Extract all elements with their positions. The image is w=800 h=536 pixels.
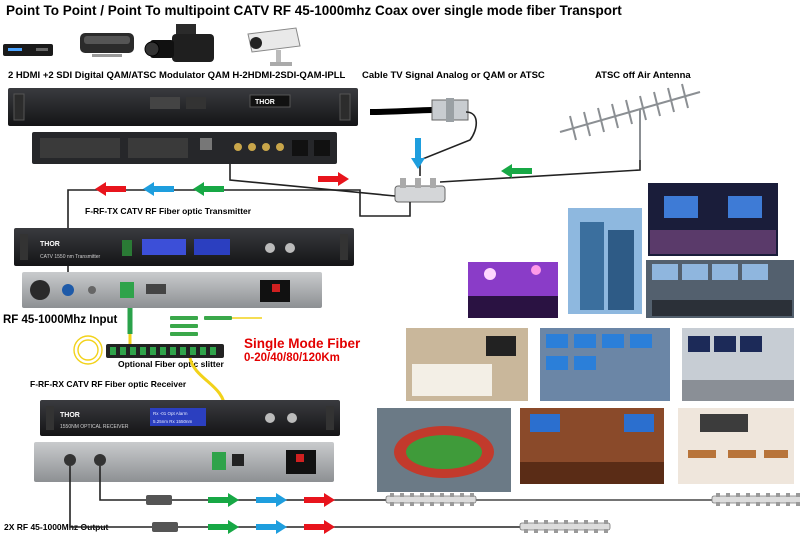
page-title: Point To Point / Point To multipoint CAT… [6,3,622,18]
coax-connector-icon [369,98,469,122]
rf-receiver-front: THOR 1550NM OPTICAL RECEIVER Rx -01 Opt … [40,400,340,436]
fiber-coil-icon [73,335,103,365]
hd-player-icon [80,33,134,57]
coax-connector-icon [146,495,172,505]
tv-box-icon [3,44,53,56]
patch-cord-icon [170,316,262,336]
rx-front-label: 1550NM OPTICAL RECEIVER [60,424,129,430]
rf-splitter-icon [394,178,446,203]
rf-input-label: RF 45-1000Mhz Input [3,314,118,326]
coax-connector-icon [152,522,178,532]
qam-modulator-rear [32,132,337,164]
hotel-room-photo [406,328,528,401]
tv-store-photo [540,328,670,401]
rf-transmitter-front: THOR CATV 1550 nm Transmitter [14,228,354,266]
thor-logo: THOR [40,241,60,248]
fiber-distance-label: 0-20/40/80/120Km [244,352,340,364]
modulator-label: 2 HDMI +2 SDI Digital QAM/ATSC Modulator… [8,70,346,81]
rf-transmitter-rear [22,272,322,308]
thor-logo: THOR [60,412,80,419]
stadium-photo [377,408,511,492]
single-mode-fiber-label: Single Mode Fiber [244,336,361,351]
rx-display-line1: Rx -01 Opt Alarm [153,411,188,416]
optical-splitter-icon [106,344,224,358]
yagi-antenna-icon [559,83,701,160]
qam-modulator-front: THOR [8,88,358,126]
atsc-antenna-label: ATSC off Air Antenna [595,70,691,81]
broadcast-camera-icon [144,24,214,62]
cable-tv-label: Cable TV Signal Analog or QAM or ATSC [362,70,545,81]
office-tower-photo [568,208,642,314]
classroom-photo [678,408,794,484]
splitter-label: Optional Fiber optic slitter [118,359,224,369]
airport-display-photo [682,328,794,401]
church-screen-photo [648,183,778,256]
concert-photo [468,262,558,318]
sports-bar-photo [520,408,664,484]
control-room-photo [646,260,794,318]
rf-receiver-rear [34,442,334,482]
transmitter-label: F-RF-TX CATV RF Fiber optic Transmitter [85,206,252,216]
security-camera-icon [247,27,301,66]
receiver-label: F-RF-RX CATV RF Fiber optic Receiver [30,379,187,389]
rx-display-line2: 5.25nm Rx 1550nm [153,419,193,424]
tx-front-label: CATV 1550 nm Transmitter [40,254,101,260]
rf-output-label: 2X RF 45-1000Mhz Output [4,522,109,532]
thor-logo: THOR [255,99,275,106]
